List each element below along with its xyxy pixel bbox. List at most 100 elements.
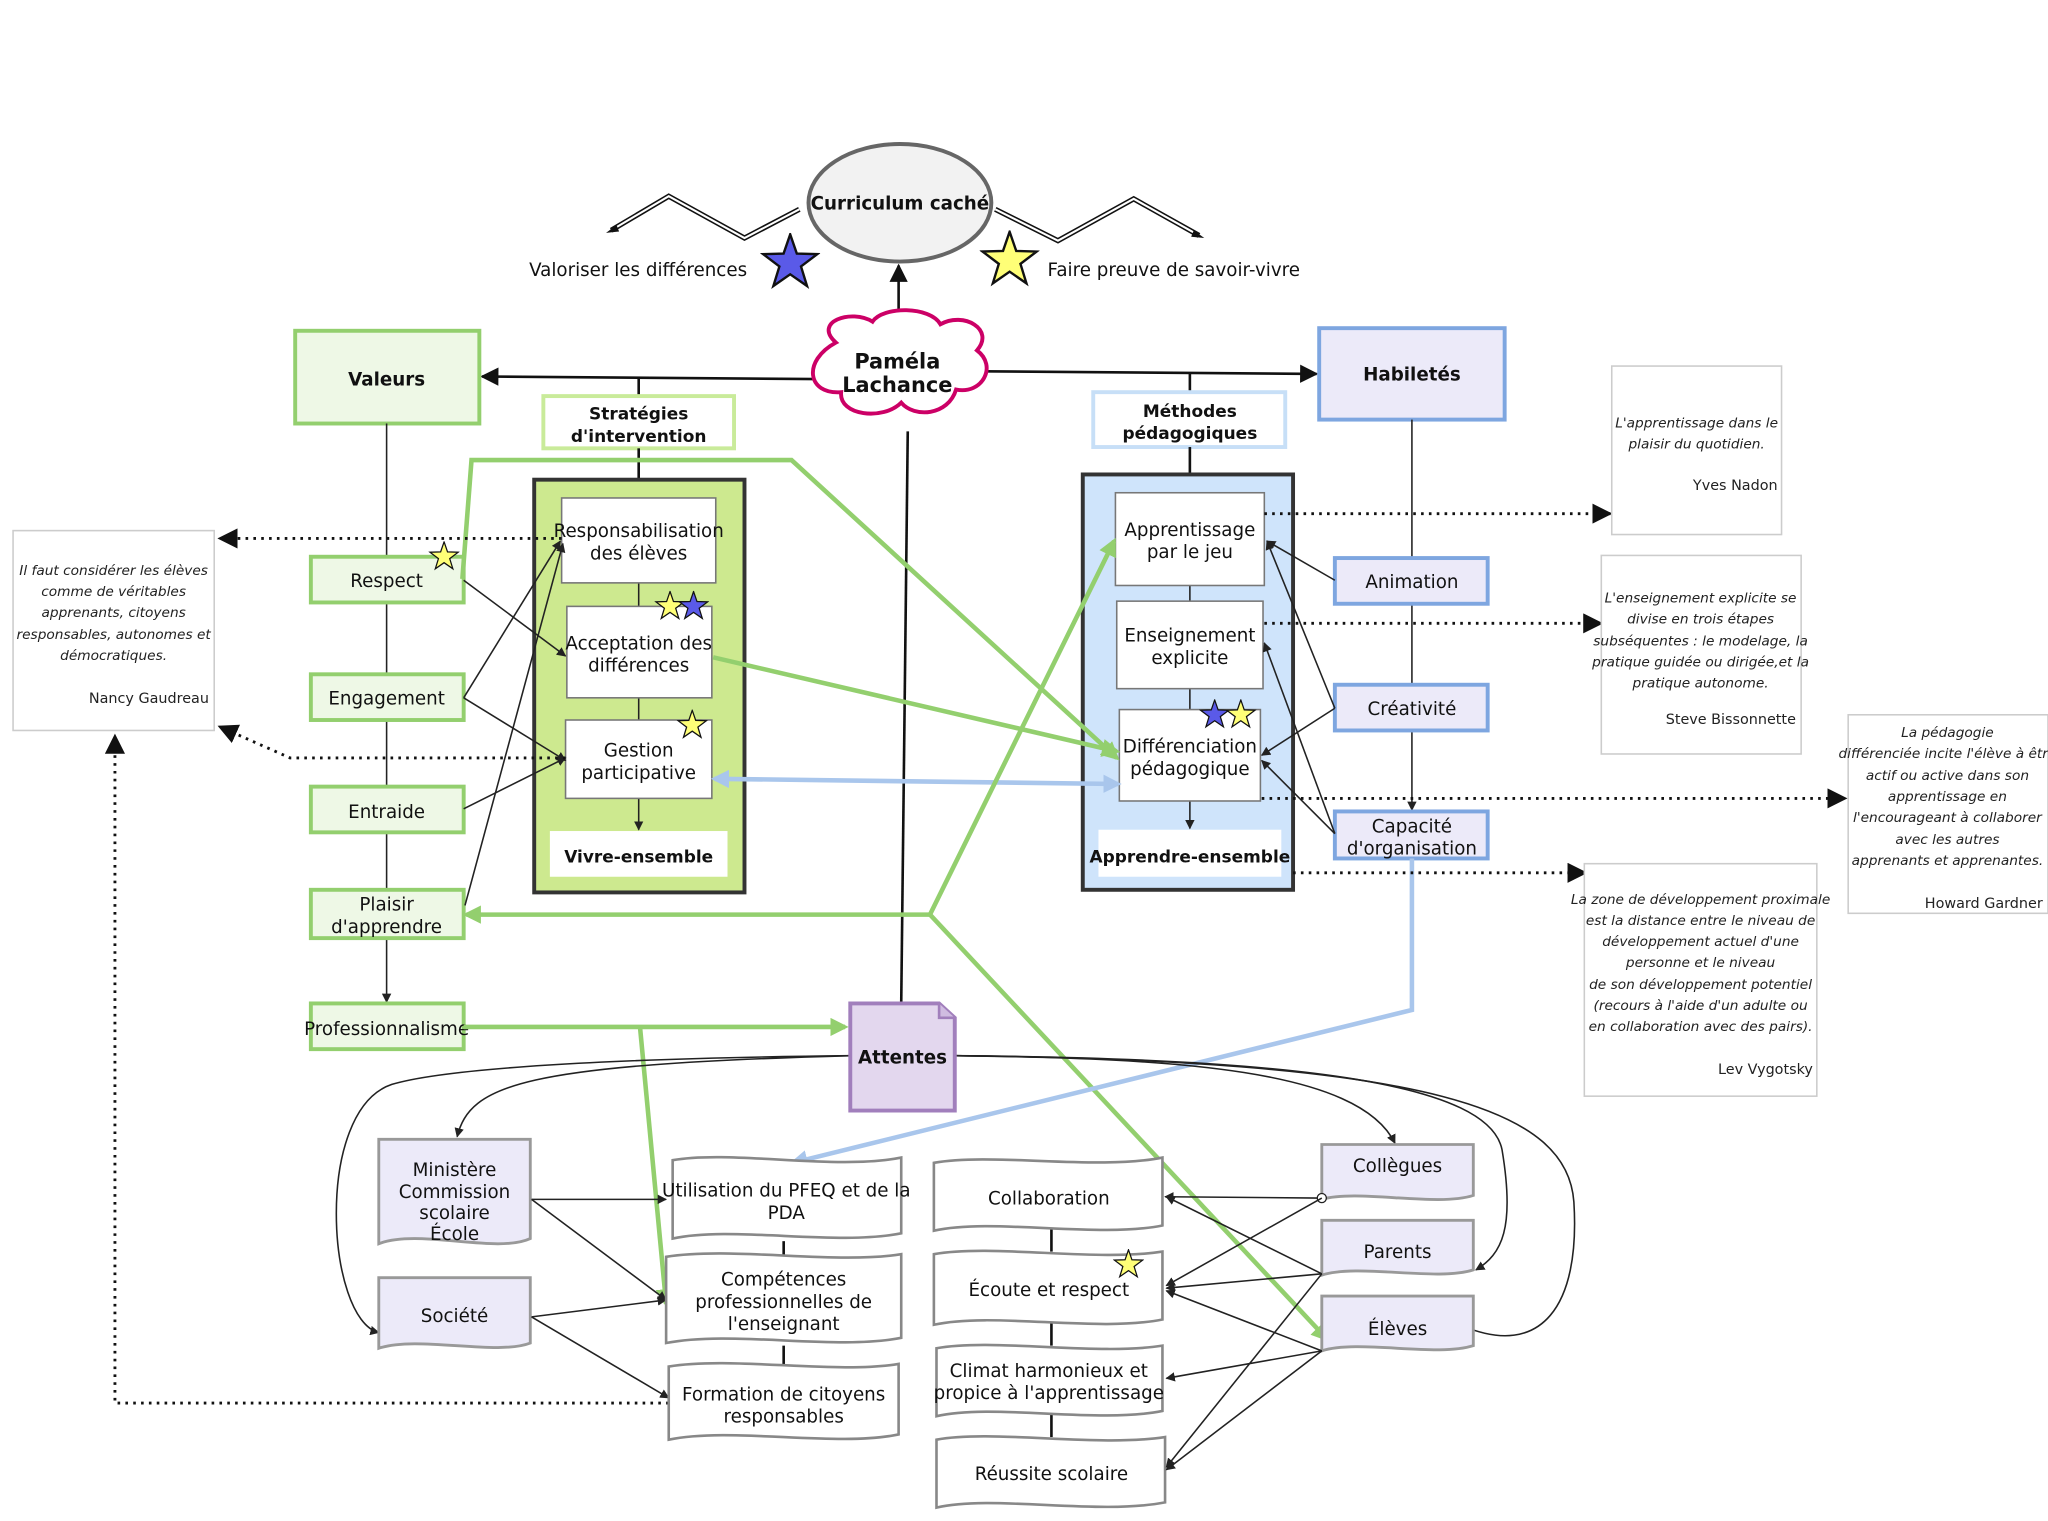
source-ministere[interactable] <box>377 1137 532 1246</box>
attente-citoyens[interactable] <box>667 1361 900 1442</box>
quote-gardner <box>1847 714 2048 915</box>
svg-text:La zone de développement proxi: La zone de développement proximale <box>1571 892 1830 908</box>
valeurs-title: Valeurs <box>348 370 425 391</box>
center-name-line1: Paméla <box>854 350 940 374</box>
strategie-gestion-label-2: participative <box>581 763 696 784</box>
svg-text:apprenants et apprenantes.: apprenants et apprenantes. <box>1852 853 2044 869</box>
professionnalisme-to-competences-link <box>637 1026 674 1308</box>
strategie-acceptation-label-2: différences <box>588 656 689 677</box>
strategie-acceptation-label-1: Acceptation des <box>565 633 712 654</box>
svg-text:responsables: responsables <box>724 1407 844 1428</box>
svg-text:(recours à l'aide d'un adulte: (recours à l'aide d'un adulte ou <box>1593 998 1807 1014</box>
valeur-plaisir-label-2: d'apprendre <box>331 917 442 938</box>
habilete-creativite-label: Créativité <box>1368 699 1457 720</box>
quote-gaudreau-author: Nancy Gaudreau <box>89 691 209 707</box>
habilete-animation[interactable] <box>1332 556 1490 606</box>
strategies-title-node[interactable] <box>541 394 736 451</box>
quote-nadon-author: Yves Nadon <box>1692 478 1778 494</box>
valeur-plaisir[interactable] <box>308 887 466 941</box>
svg-text:de son développement potentiel: de son développement potentiel <box>1589 977 1812 993</box>
svg-text:L'apprentissage dans le: L'apprentissage dans le <box>1615 415 1778 431</box>
center-cloud[interactable] <box>810 308 989 416</box>
svg-text:personne et le niveau: personne et le niveau <box>1625 955 1776 971</box>
attente-competences[interactable] <box>664 1252 903 1345</box>
source-parents[interactable] <box>1320 1218 1475 1278</box>
methode-enseignement-label-1: Enseignement <box>1124 626 1255 647</box>
curriculum-value-left: Valoriser les différences <box>529 260 747 281</box>
strategies-title-2: d'intervention <box>571 427 707 447</box>
to-attentes-line <box>899 431 910 1004</box>
attentes-loop <box>335 1054 1576 1337</box>
valeur-engagement-label: Engagement <box>328 688 445 709</box>
svg-text:pratique autonome.: pratique autonome. <box>1632 675 1769 691</box>
habiletes-node[interactable] <box>1317 326 1507 422</box>
methode-enseignement-explicite[interactable] <box>1115 600 1264 690</box>
quote-bissonnette <box>1600 554 1802 755</box>
source-eleves[interactable] <box>1320 1294 1475 1353</box>
svg-text:démocratiques.: démocratiques. <box>60 648 167 664</box>
gestion-differenciation-link <box>710 769 1122 793</box>
curriculum-cache-label: Curriculum caché <box>811 193 990 214</box>
svg-text:en collaboration avec des pair: en collaboration avec des pairs). <box>1589 1019 1813 1035</box>
methode-differenciation[interactable] <box>1118 708 1262 802</box>
habilete-organisation-label-2: d'organisation <box>1347 839 1477 860</box>
svg-text:École: École <box>430 1223 479 1245</box>
quote-vygotsky <box>1583 862 1818 1097</box>
svg-text:l'enseignant: l'enseignant <box>728 1314 840 1335</box>
outcome-reussite[interactable] <box>935 1435 1167 1510</box>
yellow-star-icon <box>983 232 1037 284</box>
plaisir-to-eleves-link <box>928 913 1330 1342</box>
quote-vygotsky-author: Lev Vygotsky <box>1718 1062 1813 1078</box>
organisation-to-pfeq-link <box>789 858 1415 1169</box>
sources-left-arrows <box>531 1194 670 1399</box>
quote-nadon <box>1610 365 1783 536</box>
svg-text:apprentissage en: apprentissage en <box>1888 789 2007 805</box>
svg-text:développement actuel d'une: développement actuel d'une <box>1602 934 1799 950</box>
vivre-ensemble-label: Vivre-ensemble <box>564 847 713 867</box>
valeur-plaisir-label-1: Plaisir <box>359 895 414 916</box>
valeur-professionnalisme-label: Professionnalisme <box>304 1019 469 1040</box>
curriculum-cache-node[interactable] <box>806 142 994 264</box>
quote-gaudreau <box>12 529 215 732</box>
svg-text:différenciée incite l'élève à: différenciée incite l'élève à être <box>1838 746 2048 762</box>
source-societe[interactable] <box>377 1276 532 1351</box>
svg-text:avec les autres: avec les autres <box>1895 832 1999 848</box>
curriculum-zigzag-right <box>994 195 1205 244</box>
svg-text:responsables, autonomes et: responsables, autonomes et <box>16 627 211 643</box>
svg-text:professionnelles de: professionnelles de <box>695 1292 872 1313</box>
methodes-title-2: pédagogiques <box>1122 424 1257 444</box>
svg-text:comme de véritables: comme de véritables <box>41 584 186 600</box>
svg-text:Formation de citoyens: Formation de citoyens <box>682 1385 885 1406</box>
strategie-responsabilisation-label-2: des élèves <box>590 543 687 564</box>
apprendre-ensemble-label: Apprendre-ensemble <box>1089 847 1290 867</box>
svg-text:Écoute et respect: Écoute et respect <box>968 1279 1129 1301</box>
outcome-ecoute-respect[interactable] <box>932 1249 1164 1327</box>
outcome-collaboration[interactable] <box>932 1155 1164 1233</box>
svg-text:scolaire: scolaire <box>419 1203 489 1224</box>
methode-differenciation-label-1: Différenciation <box>1123 737 1257 758</box>
habiletes-to-methodes-arrows <box>1260 540 1336 835</box>
habilete-organisation-label-1: Capacité <box>1372 816 1452 837</box>
strategies-title-1: Stratégies <box>589 405 688 425</box>
attente-pfeq[interactable] <box>671 1155 903 1241</box>
svg-text:subséquentes : le modelage, la: subséquentes : le modelage, la <box>1593 634 1808 650</box>
svg-text:actif ou active dans son: actif ou active dans son <box>1866 768 2029 784</box>
source-collegues[interactable] <box>1320 1143 1475 1202</box>
svg-text:propice à l'apprentissage: propice à l'apprentissage <box>934 1383 1164 1404</box>
outcome-climat[interactable] <box>935 1343 1164 1418</box>
svg-text:Il faut considérer les élèves: Il faut considérer les élèves <box>19 563 208 579</box>
valeur-respect-label: Respect <box>350 571 423 592</box>
svg-text:apprenants, citoyens: apprenants, citoyens <box>41 605 185 621</box>
svg-text:Société: Société <box>421 1306 489 1327</box>
methode-differenciation-label-2: pédagogique <box>1130 759 1249 780</box>
methode-apprentissage-label-1: Apprentissage <box>1124 520 1255 541</box>
valeur-engagement[interactable] <box>308 672 466 722</box>
svg-text:La pédagogie: La pédagogie <box>1901 725 1994 741</box>
svg-text:PDA: PDA <box>768 1203 806 1224</box>
quote-bissonnette-author: Steve Bissonnette <box>1666 712 1796 728</box>
curriculum-zigzag-left <box>606 193 801 242</box>
methode-enseignement-label-2: explicite <box>1151 648 1228 669</box>
attentes-node[interactable] <box>848 1001 957 1113</box>
strategie-responsabilisation-label-1: Responsabilisation <box>554 521 724 542</box>
